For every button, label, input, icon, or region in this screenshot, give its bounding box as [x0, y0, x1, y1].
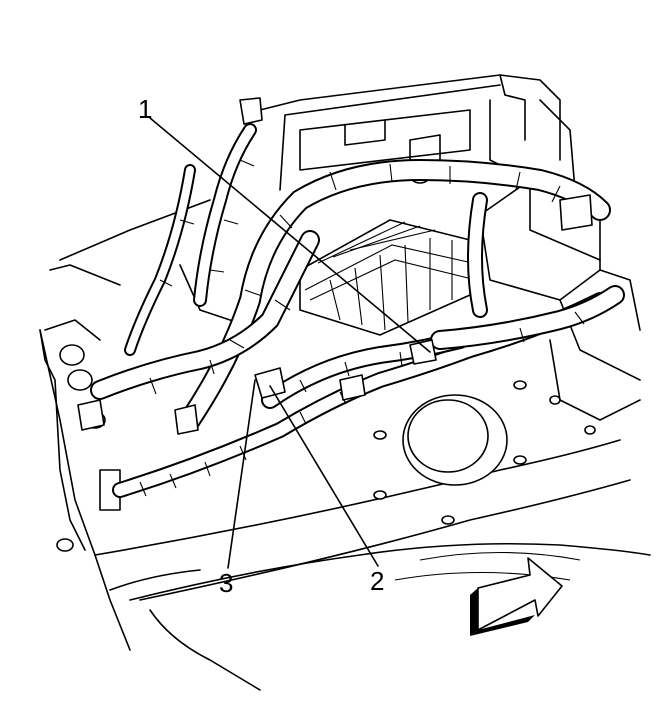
- left-pillar: [39, 319, 121, 552]
- leader-line-1: [149, 117, 431, 353]
- direction-arrow-icon: [470, 557, 563, 636]
- floor-panel: [39, 329, 651, 691]
- floor-plug: [402, 394, 508, 486]
- connectors: [77, 97, 593, 435]
- wire-harness-main: [90, 123, 625, 498]
- connector-2: [254, 367, 286, 399]
- leader-lines: [149, 117, 431, 569]
- callout-2: 2: [370, 566, 385, 596]
- vent-grille: [299, 219, 471, 336]
- callout-1: 1: [138, 94, 153, 124]
- leader-line-2: [269, 385, 379, 567]
- callout-3: 3: [219, 568, 234, 598]
- leader-line-3: [227, 379, 256, 569]
